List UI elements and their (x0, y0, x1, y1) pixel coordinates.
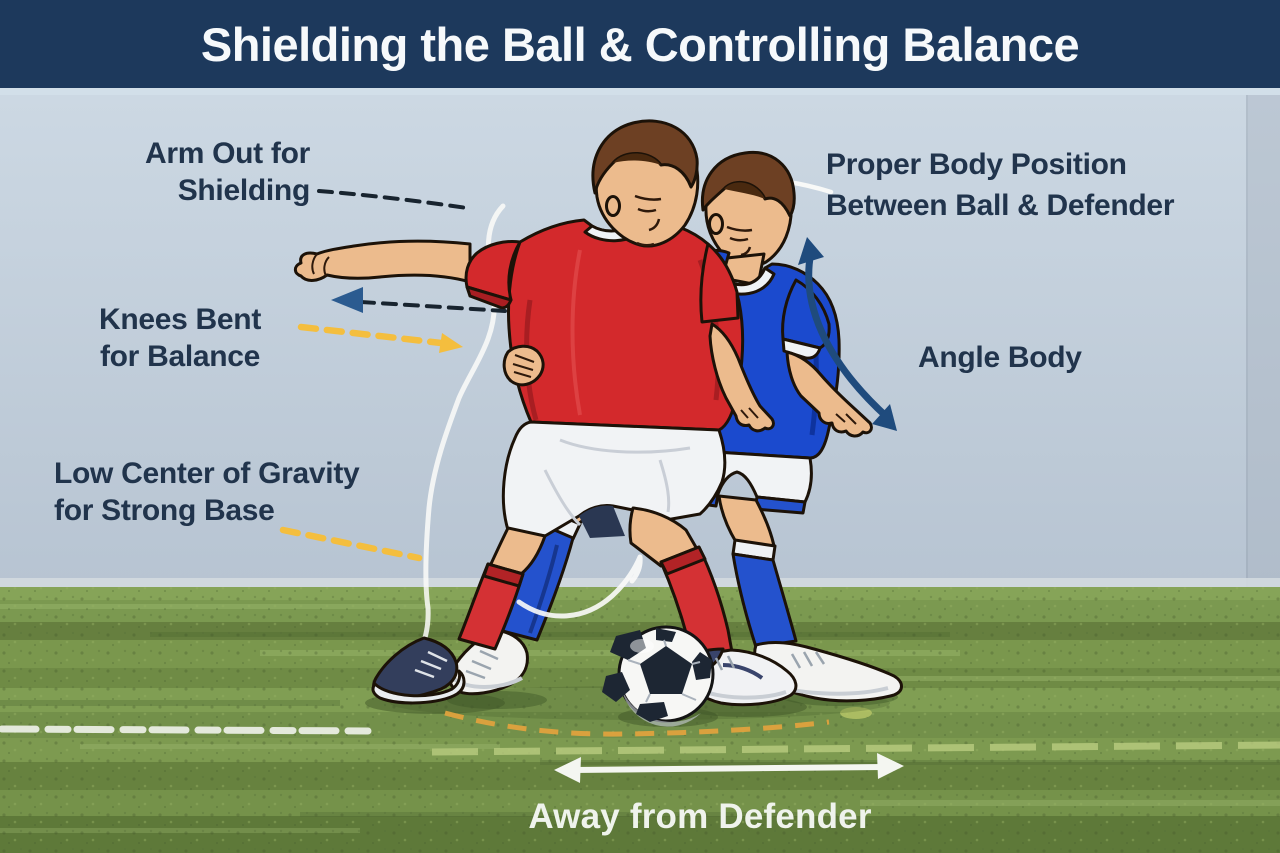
angle-body-arc-arrow (798, 237, 897, 431)
sky-right-edge-shade (1248, 95, 1280, 588)
red-player (293, 119, 798, 707)
knees-bent-arrowhead (331, 287, 363, 313)
label-proper-body-line2: Between Ball & Defender (826, 189, 1175, 223)
label-low-center-line2: for Strong Base (54, 493, 275, 527)
defender-grab-hand (502, 344, 545, 387)
label-knees-bent: Knees Bent for Balance (78, 302, 282, 375)
chalk-line (0, 725, 376, 735)
worn-field-line (431, 741, 1280, 756)
label-proper-body-position: Proper Body Position Between Ball & Defe… (826, 144, 1246, 226)
label-arm-out-line2: Shielding (177, 173, 311, 207)
label-low-center-line1: Low Center of Gravity (54, 457, 360, 490)
soccer-ball-icon (602, 625, 718, 727)
page-title: Shielding the Ball & Controlling Balance (200, 17, 1080, 71)
arm-out-dashed-line (317, 189, 469, 210)
knee-swoosh-curve (516, 554, 643, 619)
label-arm-out: Arm Out for Shielding (58, 136, 310, 209)
header-band: Shielding the Ball & Controlling Balance (0, 0, 1280, 95)
ball-path-dashed-curve (444, 710, 830, 737)
away-double-arrow (554, 753, 904, 783)
annotation-arrows (279, 189, 904, 783)
grass (0, 587, 1280, 853)
label-low-center-of-gravity: Low Center of Gravity for Strong Base (54, 456, 474, 529)
label-arm-out-line1: Arm Out for (144, 137, 310, 170)
horizon-strip (0, 578, 1280, 588)
yellow-dashed-arrow-upper (297, 323, 463, 353)
knees-bent-arrow (331, 287, 507, 313)
label-away-from-defender: Away from Defender (528, 797, 872, 836)
label-knees-bent-line1: Knees Bent (98, 303, 262, 336)
label-proper-body-line1: Proper Body Position (826, 148, 1127, 181)
yellow-dashed-line-lower (279, 526, 423, 562)
label-knees-bent-line2: for Balance (99, 339, 261, 373)
label-angle-body: Angle Body (918, 341, 1082, 374)
